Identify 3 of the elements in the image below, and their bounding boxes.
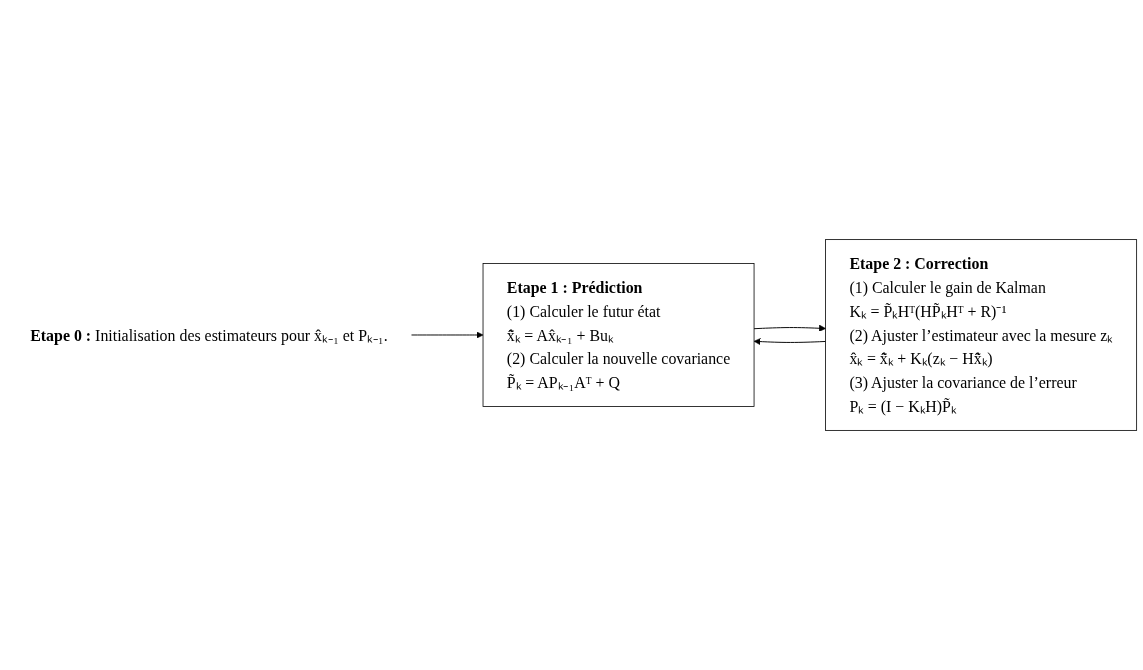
node-box: Etape 2 : Correction (1) Calculer le gain de Kalman Kₖ = P̃ₖHᵀ(HP̃ₖHᵀ + R)⁻¹ (2) Ajuster l’estimateur avec la mesure zₖ x̂ₖ = x̂̃ₖ + Kₖ(zₖ − Hx̂̃ₖ) (3) Ajuster la covariance de l’erreur Pₖ = (I − KₖH)P̃ₖ bbox=[825, 239, 1138, 431]
node-text: Etape 0 : Initialisation des estimateurs pour x̂ₖ₋₁ et Pₖ₋₁. bbox=[30, 326, 388, 344]
node-box: Etape 1 : Prédiction (1) Calculer le futur état x̂̃ₖ = Ax̂ₖ₋₁ + Buₖ (2) Calculer la nouvelle covariance P̃ₖ = APₖ₋₁Aᵀ + Q bbox=[482, 263, 755, 407]
